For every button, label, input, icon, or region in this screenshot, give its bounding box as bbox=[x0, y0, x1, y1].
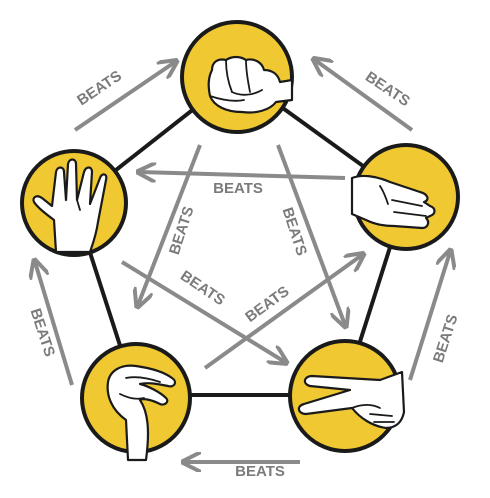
beats-arrow bbox=[140, 172, 346, 178]
lizard-hand-icon bbox=[106, 364, 177, 462]
beats-label: BEATS bbox=[213, 180, 263, 197]
lizard-node bbox=[80, 342, 192, 462]
beats-arrow bbox=[315, 60, 414, 132]
rock-node bbox=[180, 20, 294, 134]
beats-arrow bbox=[35, 262, 74, 386]
beats-label: BEATS bbox=[430, 312, 462, 365]
beats-arrow bbox=[120, 260, 285, 362]
beats-arrows bbox=[35, 60, 450, 462]
spock-node bbox=[20, 149, 128, 257]
fist-hand-icon bbox=[207, 55, 294, 114]
paper-node bbox=[350, 143, 460, 251]
beats-label: BEATS bbox=[27, 306, 59, 359]
beats-label: BEATS bbox=[235, 463, 285, 480]
beats-arrow bbox=[408, 252, 450, 381]
beats-label: BEATS bbox=[242, 283, 292, 326]
beats-label: BEATS bbox=[362, 68, 413, 110]
scissors-hand-icon bbox=[297, 370, 406, 430]
beats-arrow bbox=[203, 255, 362, 370]
beats-label: BEATS bbox=[166, 204, 198, 257]
beats-label: BEATS bbox=[177, 267, 228, 309]
flat-hand-icon bbox=[350, 174, 436, 230]
scissors-node bbox=[288, 339, 406, 453]
beats-arrow bbox=[276, 144, 345, 325]
beats-arrow bbox=[73, 62, 175, 132]
vulcan-salute-hand-icon bbox=[32, 158, 108, 254]
